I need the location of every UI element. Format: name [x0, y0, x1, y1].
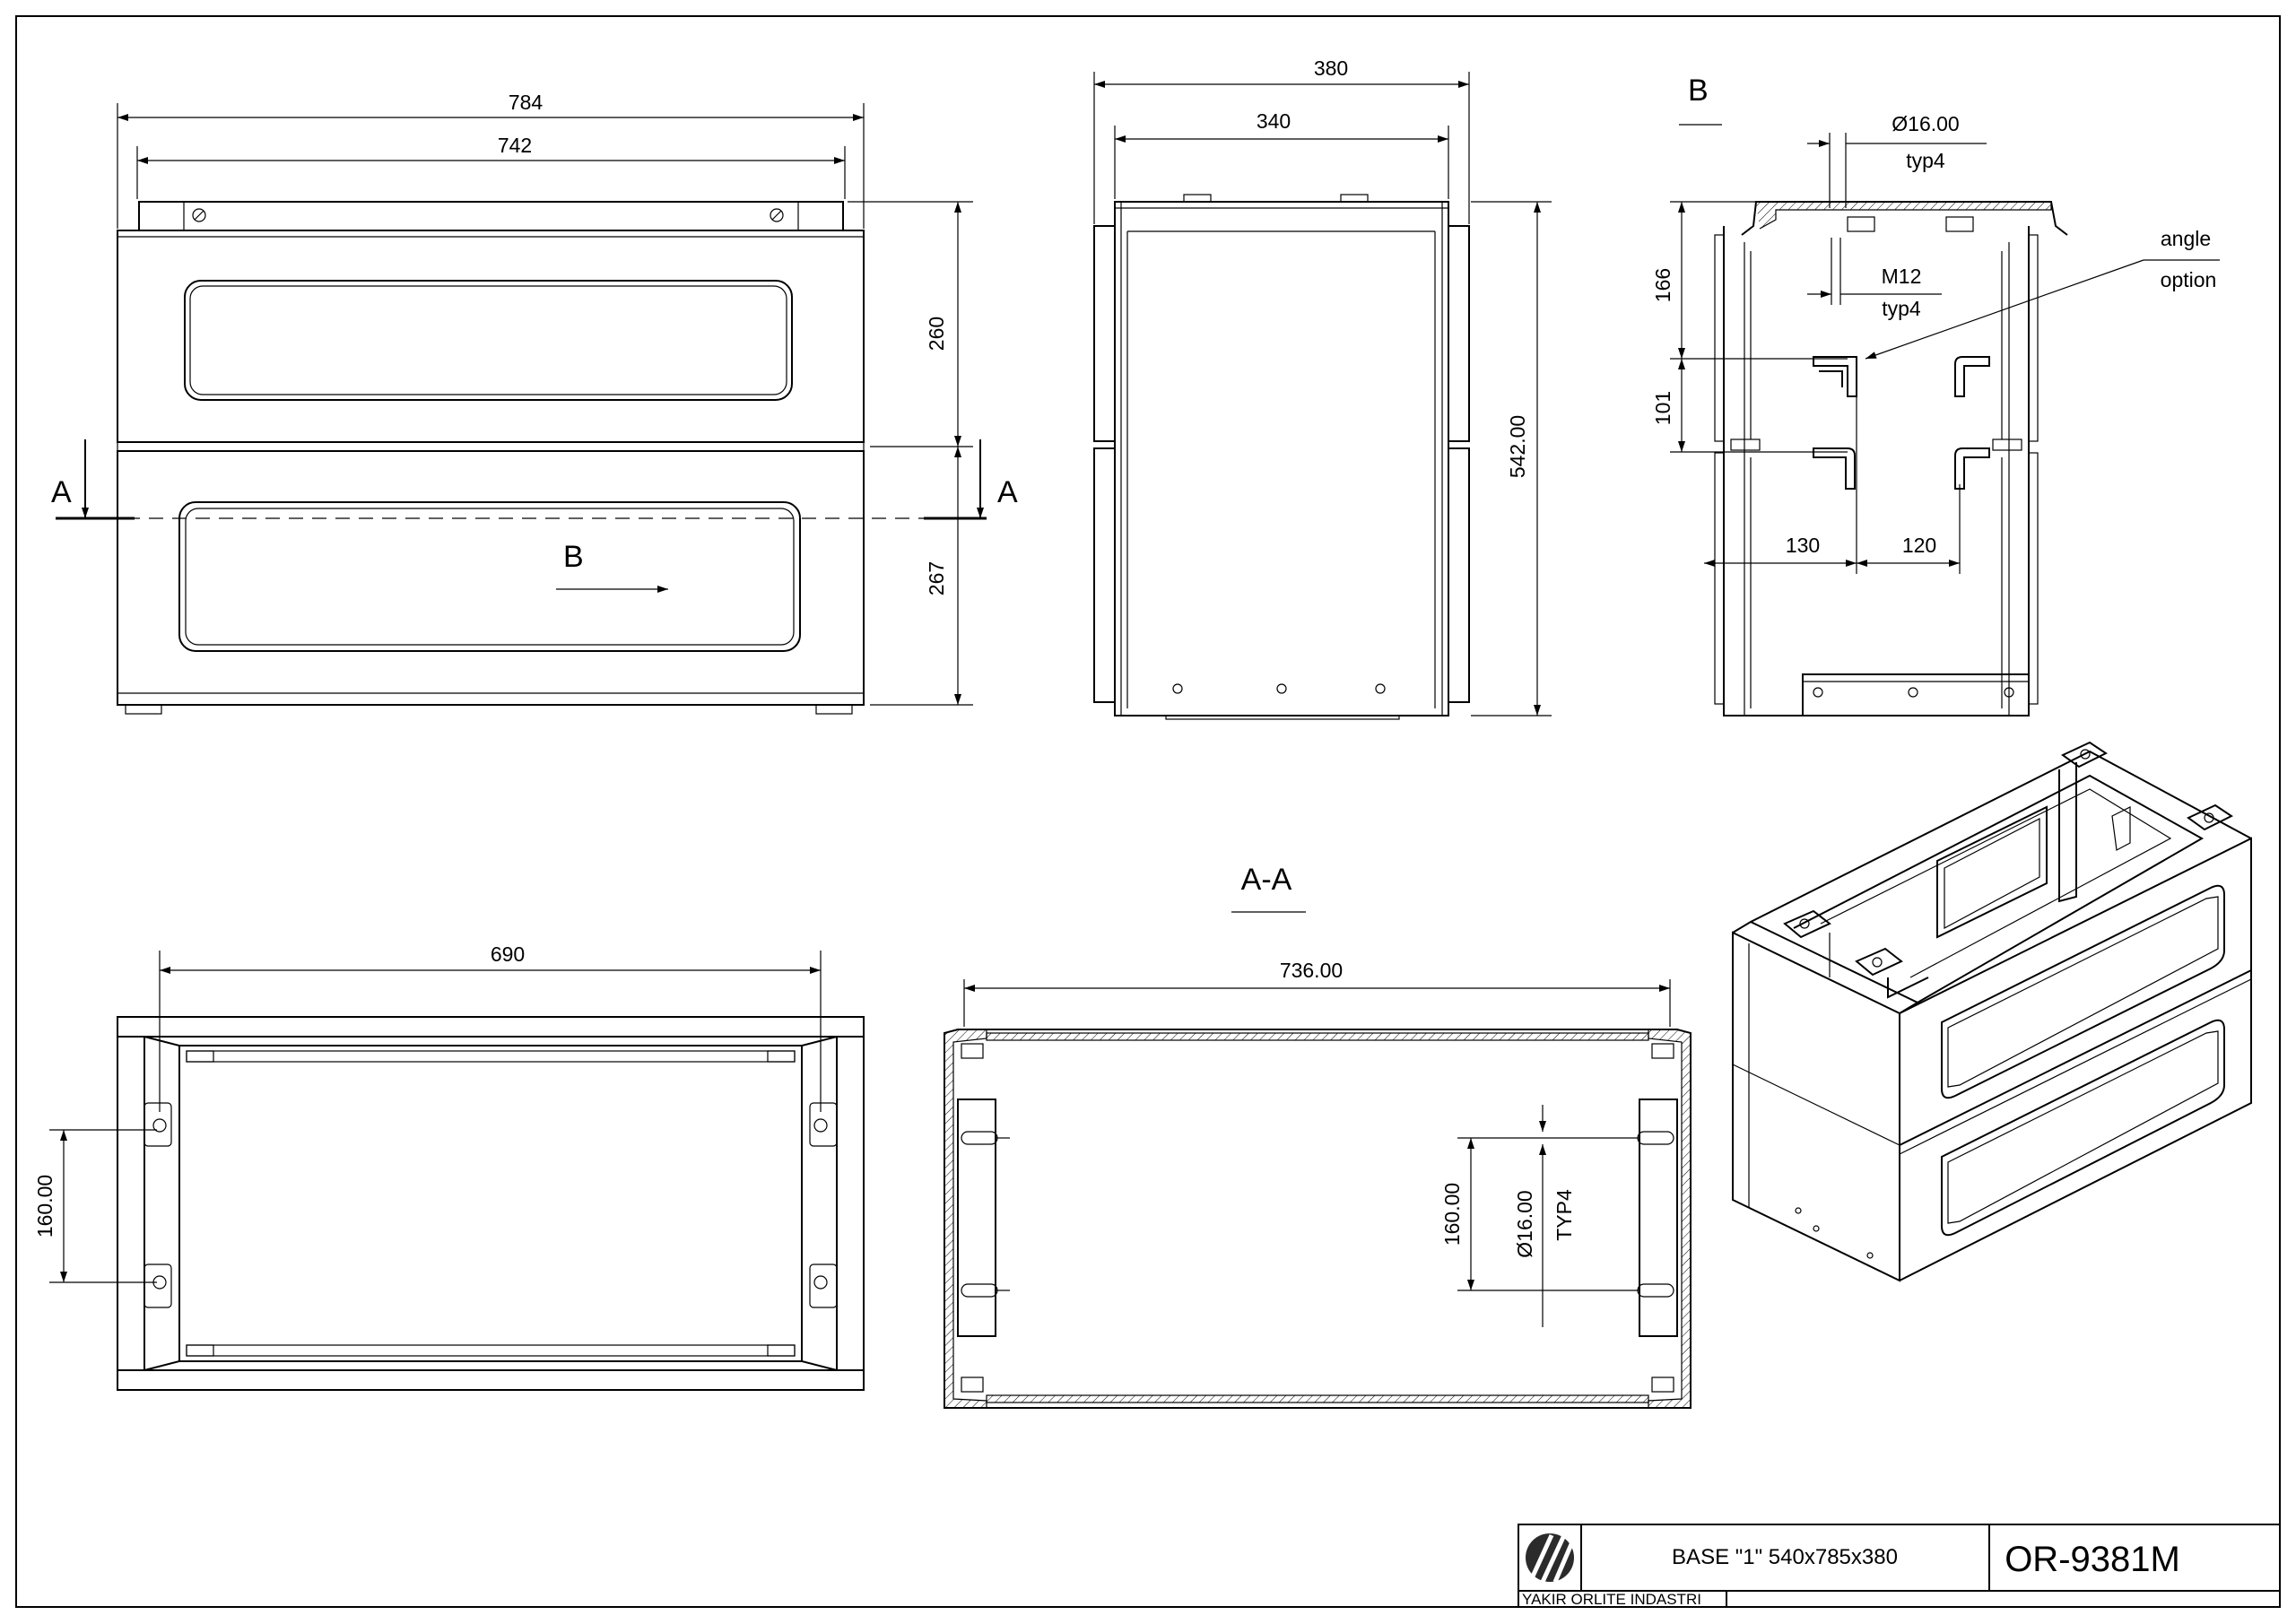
- section-aa-view: A-A 736.00 160.00 Ø16.00 TYP4: [944, 863, 1692, 1409]
- dim-340: 340: [1257, 109, 1291, 133]
- detail-b-dim-166: 166: [1651, 268, 1674, 302]
- dim-160-bottom: 160.00: [33, 1175, 57, 1238]
- detail-b-dim-120: 120: [1902, 534, 1936, 557]
- dim-160-section: 160.00: [1440, 1183, 1464, 1246]
- detail-b-thread: M12: [1882, 265, 1922, 288]
- detail-b-title: B: [1688, 74, 1709, 108]
- dim-784: 784: [509, 91, 544, 114]
- front-view: A A B 784 742 260 267: [51, 91, 1018, 715]
- section-mark-left: A: [51, 475, 72, 509]
- dim-267: 267: [925, 561, 948, 595]
- side-view: 380 340 542.00: [1093, 56, 1552, 720]
- dim-742: 742: [498, 134, 532, 157]
- detail-b-angle-note-1: angle: [2161, 227, 2211, 250]
- title-block-part-number: OR-9381M: [2005, 1540, 2180, 1579]
- title-block-description: BASE "1" 540x785x380: [1672, 1545, 1898, 1569]
- section-hole-dia: Ø16.00: [1513, 1190, 1536, 1257]
- dim-690: 690: [491, 942, 525, 966]
- detail-b-dim-130: 130: [1786, 534, 1820, 557]
- dim-736: 736.00: [1280, 959, 1343, 982]
- detail-b-thread-qty: typ4: [1882, 297, 1921, 320]
- detail-b-dim-101: 101: [1651, 391, 1674, 425]
- detail-b-view: B Ø16.00 t: [1651, 74, 2220, 716]
- view-b-label: B: [563, 540, 584, 574]
- section-hole-qty: TYP4: [1552, 1189, 1576, 1241]
- bottom-view: 690 160.00: [33, 942, 865, 1391]
- dim-542: 542.00: [1506, 415, 1529, 478]
- detail-b-angle-note-2: option: [2161, 268, 2217, 291]
- sheet-border: [15, 15, 2281, 1608]
- section-aa-title: A-A: [1241, 863, 1292, 897]
- dim-260: 260: [925, 317, 948, 351]
- company-logo-icon: [1526, 1533, 1574, 1584]
- detail-b-hole-qty: typ4: [1906, 149, 1945, 172]
- section-mark-right: A: [997, 475, 1018, 509]
- title-block: BASE "1" 540x785x380 OR-9381M YAKIR ORLI…: [1518, 1524, 2281, 1608]
- isometric-view: [1732, 741, 2252, 1282]
- title-block-company: YAKIR ORLITE INDASTRI: [1522, 1591, 1701, 1608]
- detail-b-hole-dia: Ø16.00: [1892, 112, 1959, 135]
- dim-380: 380: [1314, 56, 1348, 80]
